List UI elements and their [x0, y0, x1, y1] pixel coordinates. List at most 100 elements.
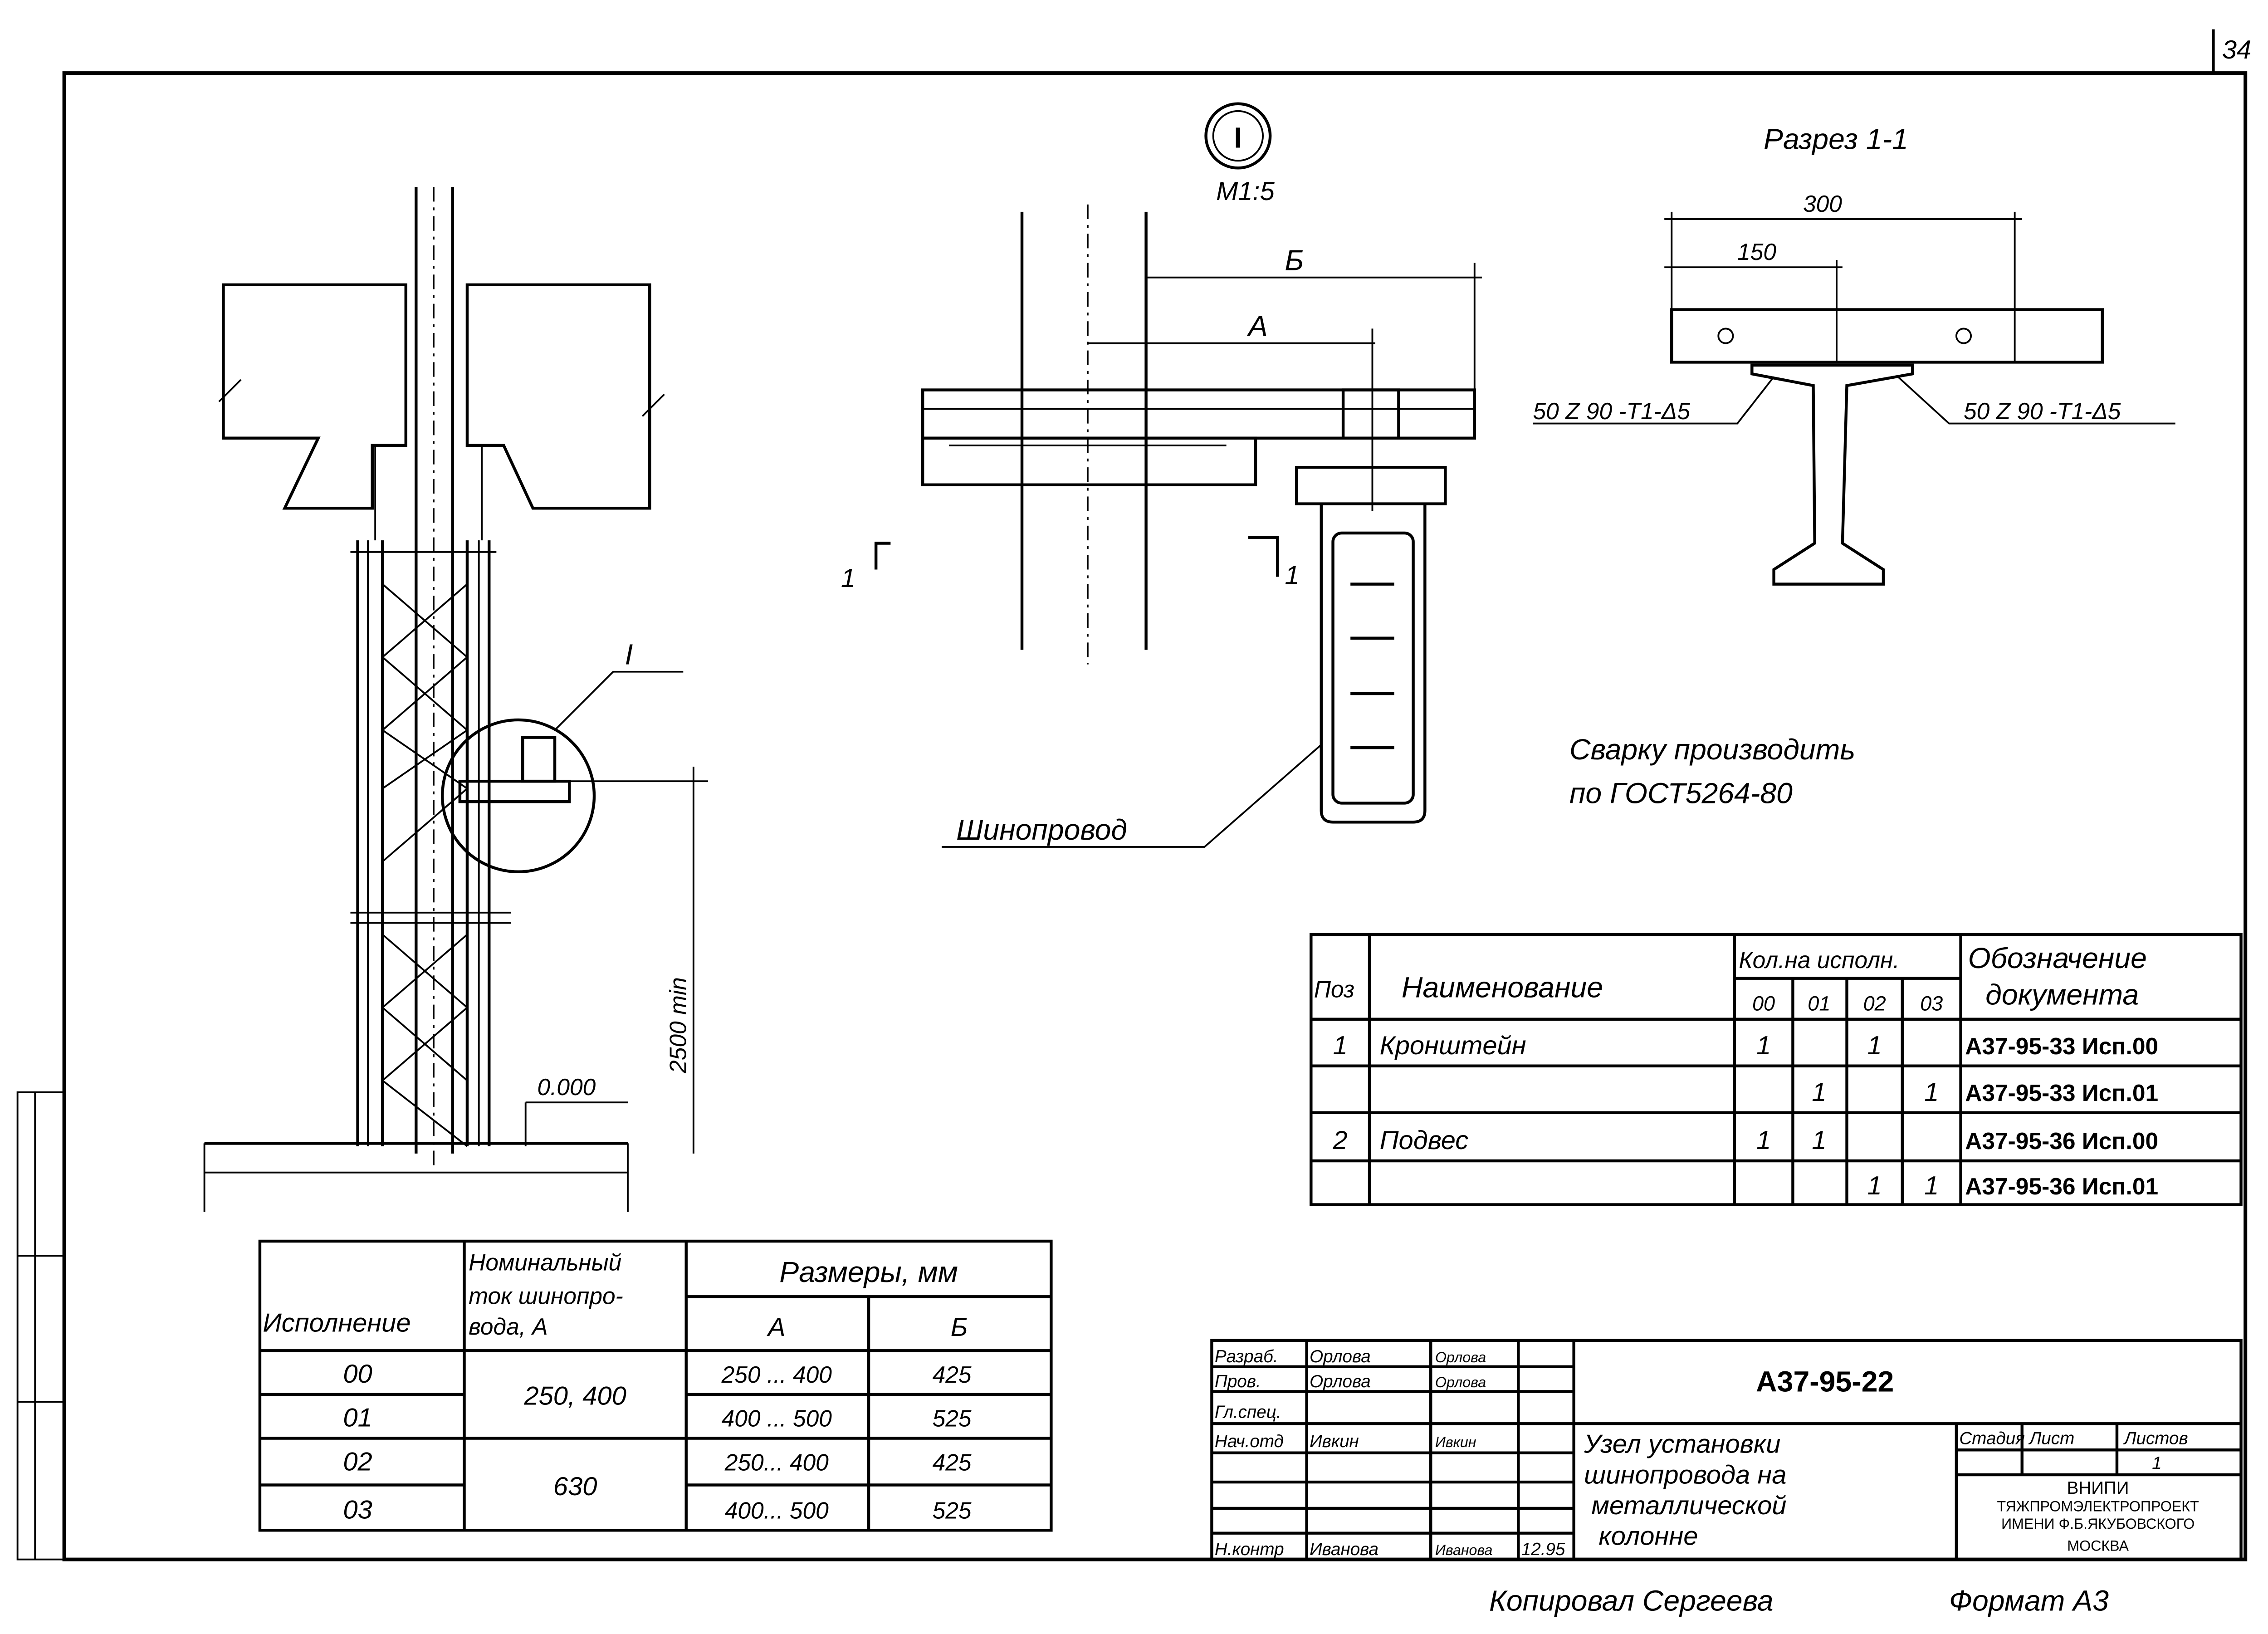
detail-view: I М1:5 Б А 1 1 Шинопровод — [841, 102, 1482, 848]
detail-callout-circle — [441, 718, 596, 873]
beam-right — [465, 283, 651, 510]
cell-qty: 1 — [1867, 1031, 1882, 1060]
beam-left — [222, 283, 407, 510]
role-label: Гл.спец. — [1215, 1402, 1281, 1422]
cell-b: 525 — [933, 1405, 972, 1432]
cell-doc: А37-95-33 Исп.01 — [1965, 1080, 2158, 1106]
section-mark-left: 1 — [841, 564, 855, 593]
size-header-a: А — [767, 1313, 786, 1342]
cell-b: 525 — [933, 1497, 972, 1524]
org-line: МОСКВА — [2067, 1537, 2129, 1554]
table-row: 02 250... 400 425 — [343, 1447, 971, 1476]
weld-label-left: 50 Z 90 -T1-Δ5 — [1533, 398, 1691, 424]
sheet-label: Лист — [2028, 1429, 2074, 1448]
drawing-title-line: Узел установки — [1584, 1430, 1780, 1459]
copied-by: Копировал Сергеева — [1489, 1584, 1774, 1617]
spec-header-variant: 00 — [1752, 992, 1775, 1015]
weld-label-right: 50 Z 90 -T1-Δ5 — [1964, 398, 2121, 424]
cell-pos: 1 — [1333, 1031, 1348, 1060]
cell-pos: 2 — [1333, 1126, 1348, 1155]
role-name: Ивкин — [1310, 1432, 1359, 1451]
table-row: 03 400... 500 525 — [343, 1496, 971, 1525]
stage-label: Стадия — [1959, 1429, 2025, 1448]
cell-doc: А37-95-33 Исп.00 — [1965, 1033, 2158, 1059]
role-name: Иванова — [1310, 1540, 1378, 1559]
cell-b: 425 — [933, 1361, 972, 1388]
cell-a: 400 ... 500 — [722, 1405, 832, 1432]
size-header-current: ток шинопро- — [469, 1282, 623, 1309]
size-header-b: Б — [951, 1313, 968, 1342]
cell-variant: 01 — [343, 1404, 372, 1433]
drawing-designation: А37-95-22 — [1756, 1365, 1894, 1398]
welding-note-line1: Сварку производить — [1569, 733, 1855, 766]
cell-a: 250... 400 — [724, 1449, 829, 1475]
detail-marker-circle — [1204, 102, 1272, 170]
column-elevation: I 2500 min 0.000 — [203, 187, 709, 1212]
cell-b: 425 — [933, 1449, 972, 1475]
section-view: Разрез 1-1 300 150 50 Z 90 -T1-Δ5 50 Z 9… — [1533, 122, 2175, 586]
table-row: 01 400 ... 500 525 — [343, 1404, 971, 1433]
detail-marker-symbol: I — [1234, 121, 1242, 154]
cell-qty: 1 — [1924, 1078, 1939, 1107]
size-header-variant: Исполнение — [263, 1309, 411, 1338]
detail-scale: М1:5 — [1216, 177, 1275, 206]
spec-header-doc: Обозначение — [1968, 942, 2147, 974]
drawing-title-line: колонне — [1598, 1521, 1698, 1551]
table-row: 1 1 А37-95-36 Исп.01 — [1867, 1171, 2159, 1200]
cell-a: 400... 500 — [725, 1497, 829, 1524]
height-dimension: 2500 min — [665, 977, 691, 1074]
size-header-current: Номинальный — [469, 1249, 621, 1275]
role-label: Нач.отд — [1215, 1432, 1284, 1451]
sheet-number: 34 — [2222, 35, 2251, 64]
org-line: ВНИПИ — [2067, 1478, 2129, 1498]
spec-header-doc: документа — [1985, 978, 2139, 1011]
cell-qty: 1 — [1812, 1126, 1826, 1155]
size-header-current: вода, А — [469, 1313, 547, 1340]
sheets-label: Листов — [2123, 1429, 2188, 1448]
level-mark: 0.000 — [537, 1074, 596, 1100]
cell-a: 250 ... 400 — [721, 1361, 832, 1388]
cell-qty: 1 — [1867, 1171, 1882, 1200]
org-line: ИМЕНИ Ф.Б.ЯКУБОВСКОГО — [2001, 1516, 2195, 1532]
paper-format: Формат А3 — [1949, 1584, 2109, 1617]
cell-variant: 03 — [343, 1496, 372, 1525]
role-signature: Орлова — [1435, 1349, 1486, 1365]
role-label: Пров. — [1215, 1372, 1261, 1391]
title-block: Разраб. Орлова Орлова Пров. Орлова Орлов… — [1210, 1339, 2243, 1561]
spec-header-qty: Кол.на исполн. — [1739, 947, 1899, 973]
size-table: Исполнение Номинальный ток шинопро- вода… — [258, 1239, 1053, 1532]
table-row: 2 Подвес 1 1 А37-95-36 Исп.00 — [1333, 1126, 2159, 1155]
table-row: 00 250 ... 400 425 — [343, 1360, 971, 1389]
dimension-b: Б — [1285, 244, 1304, 277]
cell-doc: А37-95-36 Исп.01 — [1965, 1173, 2158, 1199]
cell-qty: 1 — [1812, 1078, 1826, 1107]
cell-name: Подвес — [1380, 1126, 1469, 1155]
section-dim-total: 300 — [1803, 191, 1842, 217]
dimension-a: А — [1246, 309, 1268, 342]
cell-doc: А37-95-36 Исп.00 — [1965, 1128, 2158, 1154]
spec-header-variant: 02 — [1863, 992, 1886, 1015]
spec-header-name: Наименование — [1402, 971, 1603, 1003]
role-signature: Орлова — [1435, 1374, 1486, 1390]
specification-table: Поз Наименование Кол.на исполн. 00 01 02… — [1310, 933, 2243, 1206]
section-dim-half: 150 — [1737, 239, 1776, 265]
detail-callout-label: I — [625, 638, 633, 671]
role-label: Н.контр — [1215, 1540, 1284, 1559]
spec-header-pos: Поз — [1314, 976, 1354, 1002]
cell-name: Кронштейн — [1380, 1031, 1526, 1060]
welding-note-line2: по ГОСТ5264-80 — [1569, 777, 1793, 809]
section-mark-right: 1 — [1285, 561, 1299, 590]
spec-header-variant: 03 — [1920, 992, 1943, 1015]
sheet-frame: 34 — [16, 29, 2251, 1561]
drawing-title-line: металлической — [1591, 1491, 1786, 1520]
current-group: 250, 400 — [523, 1381, 626, 1410]
table-row: 1 1 А37-95-33 Исп.01 — [1812, 1078, 2158, 1107]
cell-variant: 02 — [343, 1447, 372, 1476]
table-row: 1 Кронштейн 1 1 А37-95-33 Исп.00 — [1333, 1031, 2159, 1060]
role-name: Орлова — [1310, 1372, 1371, 1391]
current-group: 630 — [553, 1472, 597, 1501]
size-header-sizes: Размеры, мм — [779, 1256, 958, 1288]
drawing-title-line: шинопровода на — [1584, 1460, 1786, 1489]
section-title: Разрез 1-1 — [1764, 122, 1908, 155]
